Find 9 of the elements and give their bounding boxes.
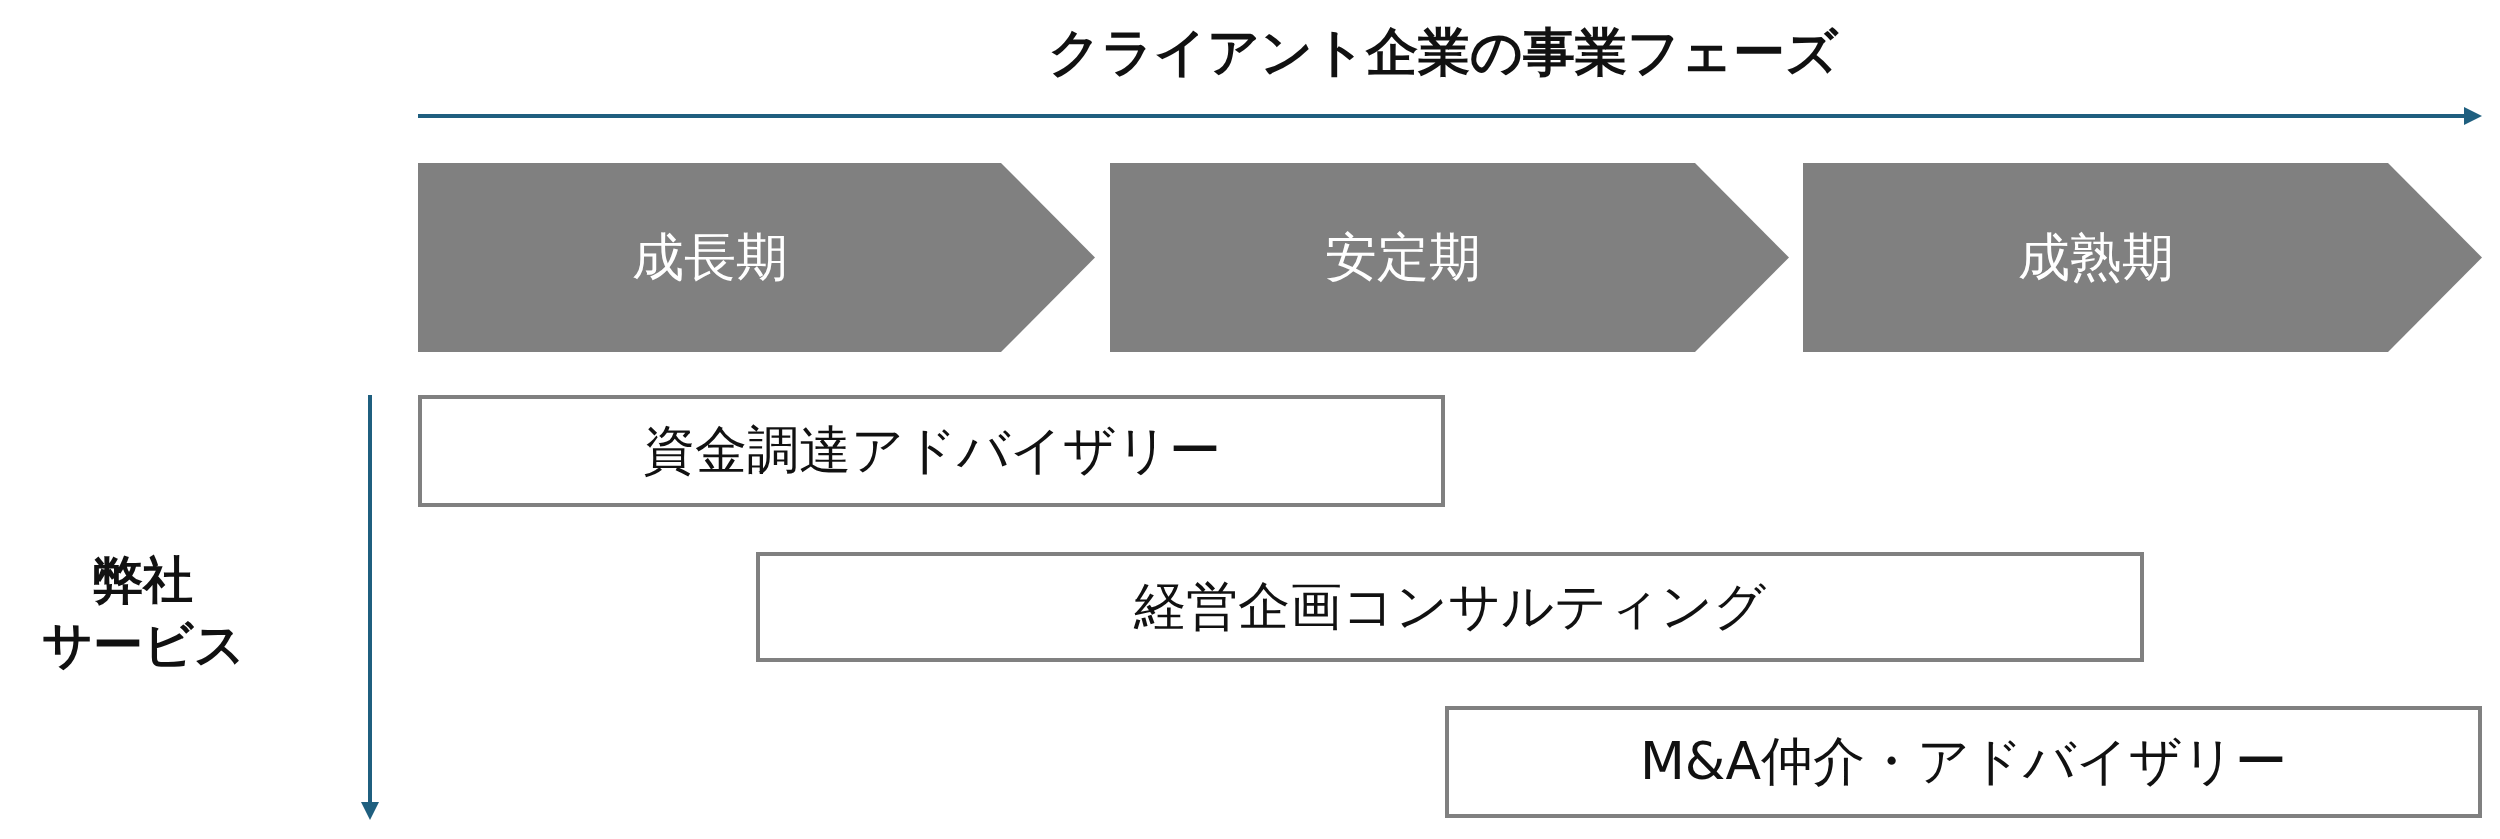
service-box: M&A仲介・アドバイザリー [1445,706,2482,818]
side-label: 弊社 [92,550,194,611]
phase-band: 安定期 [1110,163,1789,352]
phase-band: 成長期 [418,163,1095,352]
phase-band: 成熟期 [1803,163,2482,352]
service-box: 経営企画コンサルティング [756,552,2144,662]
side-label: サービス [40,615,246,676]
service-box: 資金調達アドバイザリー [418,395,1445,507]
title: クライアント企業の事業フェーズ [1047,22,1838,82]
